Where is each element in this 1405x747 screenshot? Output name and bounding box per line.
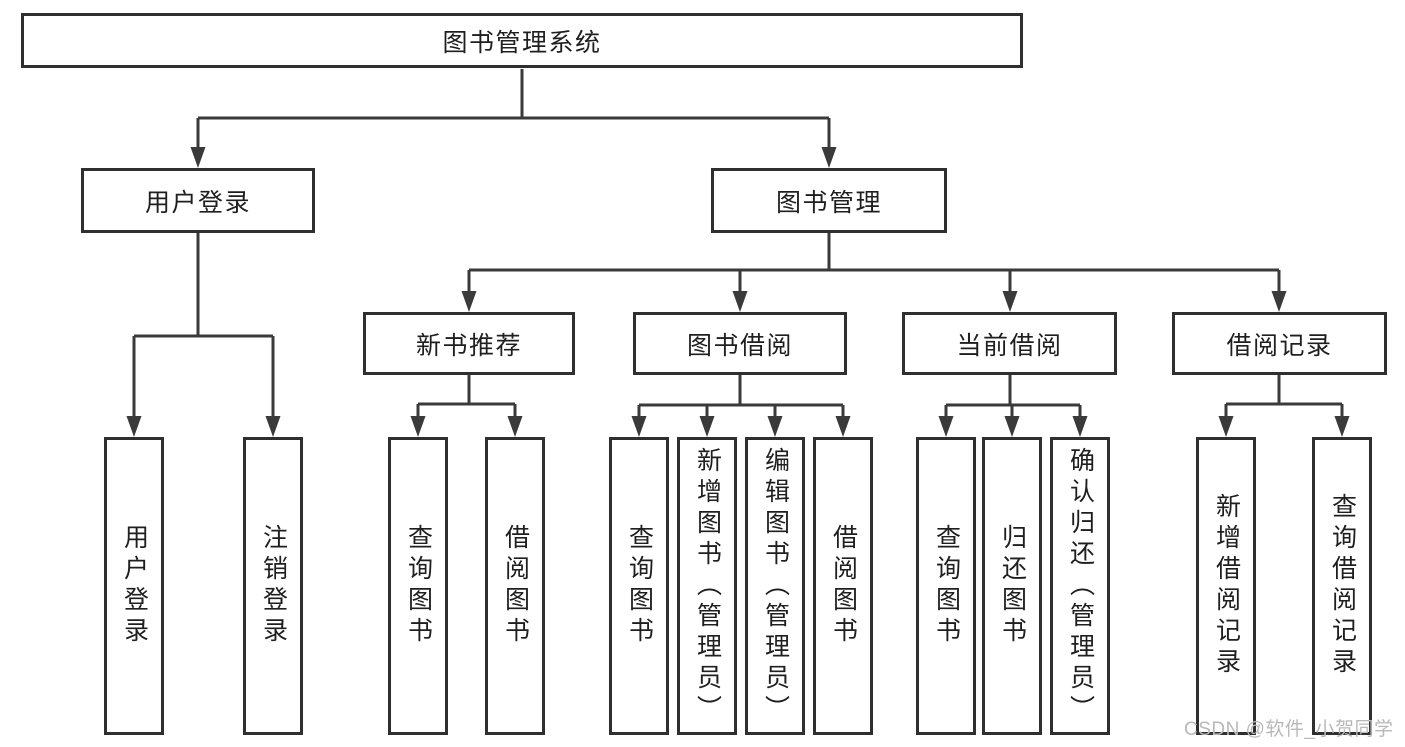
leaf-query-books-recommend: 查询图书	[388, 437, 448, 735]
node-label: 图书管理系统	[442, 28, 602, 57]
leaf-borrow-books-recommend: 借阅图书	[485, 437, 545, 735]
node-label: 注销登录	[259, 524, 288, 648]
leaf-edit-books-admin: 编辑图书（管理员）	[745, 437, 805, 735]
node-label: 借阅记录	[1226, 331, 1333, 360]
leaf-add-books-admin: 新增图书（管理员）	[677, 437, 737, 735]
leaf-borrow-books: 借阅图书	[813, 437, 873, 735]
node-label: 查询图书	[625, 524, 654, 648]
node-label: 确认归还（管理员）	[1066, 446, 1095, 726]
leaf-add-borrow-record: 新增借阅记录	[1196, 437, 1256, 735]
csdn-watermark: CSDN @软件_小贺同学	[1184, 719, 1394, 740]
connector-paths	[132, 69, 1344, 421]
node-label: 图书管理	[775, 188, 882, 217]
node-label: 查询图书	[404, 524, 433, 648]
node-label: 用户登录	[144, 188, 251, 217]
node-label: 借阅图书	[829, 524, 858, 648]
leaf-user-login: 用户登录	[104, 437, 164, 735]
node-label: 归还图书	[998, 524, 1027, 648]
leaf-logout: 注销登录	[243, 437, 303, 735]
node-label: 查询图书	[932, 524, 961, 648]
node-library-system: 图书管理系统	[21, 13, 1023, 68]
node-label: 用户登录	[120, 524, 149, 648]
node-label: 新增图书（管理员）	[693, 446, 722, 726]
arrowheads	[126, 147, 1350, 437]
node-current-borrowing: 当前借阅	[902, 312, 1117, 375]
node-user-login-group: 用户登录	[81, 168, 315, 233]
node-label: 新增借阅记录	[1212, 493, 1241, 679]
leaf-query-borrow-record: 查询借阅记录	[1312, 437, 1372, 735]
node-label: 当前借阅	[956, 331, 1063, 360]
node-book-borrowing: 图书借阅	[633, 312, 847, 375]
node-borrowing-records: 借阅记录	[1172, 312, 1387, 375]
node-new-book-recommend: 新书推荐	[363, 312, 575, 375]
node-label: 查询借阅记录	[1328, 493, 1357, 679]
node-label: 新书推荐	[415, 331, 522, 360]
node-label: 编辑图书（管理员）	[761, 446, 790, 726]
node-book-management: 图书管理	[711, 168, 947, 233]
node-label: 图书借阅	[686, 331, 793, 360]
node-label: 借阅图书	[501, 524, 530, 648]
leaf-query-books-current: 查询图书	[916, 437, 976, 735]
leaf-return-books: 归还图书	[982, 437, 1042, 735]
leaf-confirm-return-admin: 确认归还（管理员）	[1050, 437, 1110, 735]
leaf-query-books-borrowing: 查询图书	[609, 437, 669, 735]
